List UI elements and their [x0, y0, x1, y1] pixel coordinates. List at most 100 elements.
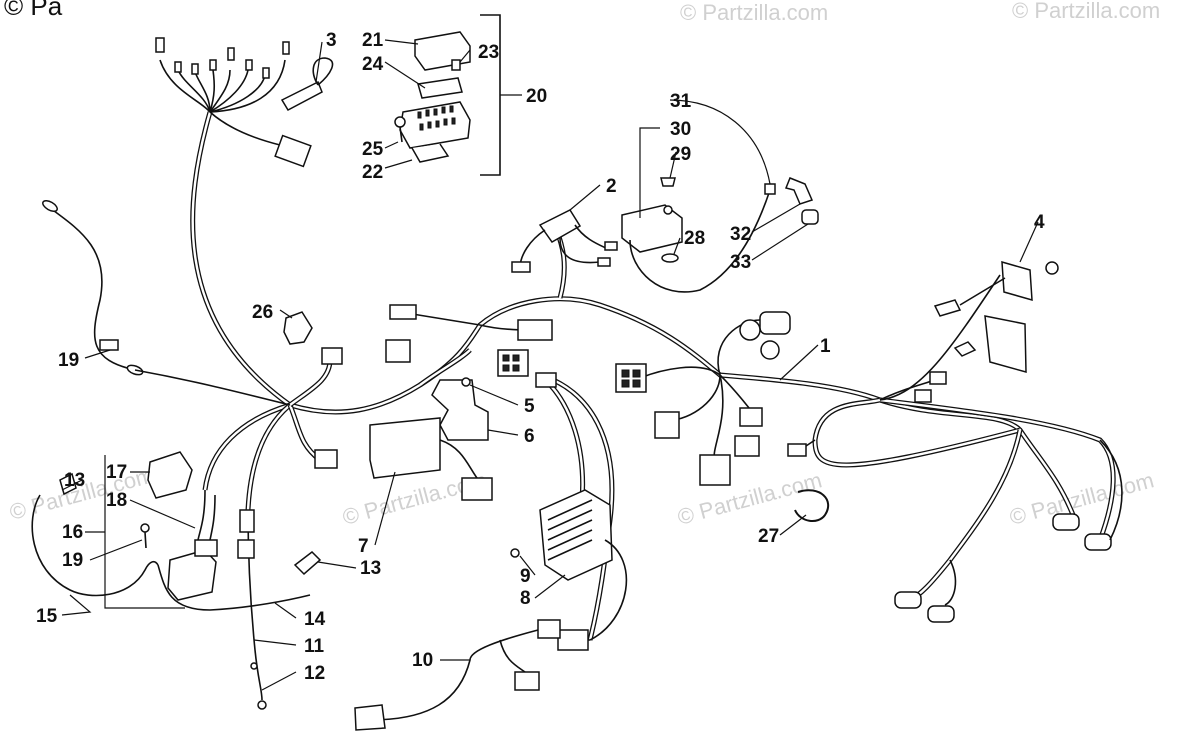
- callout-6: 6: [524, 426, 535, 447]
- fuse-holder-11a: [239, 509, 255, 533]
- callout-3: 3: [326, 30, 337, 51]
- module-31: [621, 204, 683, 253]
- callout-15: 15: [36, 606, 58, 627]
- screw-26: [394, 116, 406, 143]
- fuse-24: [451, 59, 461, 71]
- callout-11: 11: [304, 636, 325, 657]
- connector-round-b: [699, 454, 731, 486]
- watermark-top-right: © Partzilla.com: [1012, 0, 1160, 23]
- sensor-connector-3: [894, 591, 922, 609]
- connector-lower-center: [314, 449, 338, 469]
- callout-28: 27: [758, 526, 779, 547]
- callout-34: 33: [730, 252, 751, 273]
- watermark-right: © Partzilla.com: [1007, 467, 1157, 530]
- sensor-connector-4: [927, 605, 955, 623]
- fuse-bracket: [411, 143, 450, 163]
- connector-upper-left: [389, 304, 417, 320]
- connector-2: [538, 209, 582, 243]
- callout-27: 26: [252, 302, 273, 323]
- callout-1: 1: [820, 336, 831, 357]
- connector-round-top-cap: [739, 319, 761, 341]
- callout-24: 23: [478, 42, 499, 63]
- terminal-1: [155, 37, 165, 53]
- callout-20: 19: [58, 350, 79, 371]
- module-7: [369, 417, 441, 479]
- watermark-center-right: © Partzilla.com: [675, 467, 825, 530]
- boot-13: [293, 551, 322, 576]
- part-2-connector-group: [511, 209, 618, 273]
- terminal-12: [257, 700, 267, 710]
- callout-18: 18: [106, 490, 127, 511]
- connector-four-pin: [615, 363, 647, 393]
- part-10-cable: [354, 619, 590, 731]
- fuse-cover-22: [414, 31, 471, 71]
- connector-round-a: [654, 411, 680, 439]
- part-7-module: [369, 417, 493, 501]
- regulator-fins: [547, 499, 593, 561]
- terminal-3: [191, 63, 199, 75]
- callout-17: 17: [106, 462, 127, 483]
- connector-right-a: [739, 407, 763, 427]
- callout-8: 8: [520, 588, 531, 609]
- callout-9: 9: [520, 566, 531, 587]
- pin-2b: [597, 257, 611, 267]
- watermarks: © Partzilla.com © Partzilla.com © Partzi…: [7, 0, 1160, 530]
- connector-six-pin: [497, 349, 529, 377]
- callout-13-right: 13: [360, 558, 381, 579]
- part-13-boot: [293, 551, 322, 576]
- connector-10-a: [557, 629, 589, 651]
- connector-10-end: [354, 704, 386, 731]
- connector-bullet-a: [929, 371, 947, 385]
- ground-terminal-top: [42, 199, 58, 213]
- pin-2c: [511, 261, 531, 273]
- screw-9: [510, 548, 520, 558]
- plug-4: [933, 299, 962, 317]
- regulator-8: [539, 489, 613, 581]
- part-11-cable: [237, 509, 267, 710]
- main-wiring-harness: [190, 111, 1116, 641]
- connector-10-mid: [514, 671, 540, 691]
- resistor-3: [280, 80, 323, 111]
- relay-cover-17: [147, 451, 193, 499]
- terminal-11: [250, 662, 258, 670]
- screw-5: [461, 377, 471, 387]
- switch-4-body: [984, 315, 1027, 373]
- callout-7: 7: [358, 536, 369, 557]
- leader-lines: [61, 39, 1039, 691]
- connector-center: [517, 319, 553, 341]
- relay-18-connector: [194, 539, 218, 557]
- connector-right-b: [734, 435, 760, 457]
- bracket-16: [104, 455, 185, 609]
- bracket-21: [480, 14, 501, 176]
- sensor-connectors-right: [894, 439, 1123, 623]
- grommet-29: [661, 253, 679, 263]
- part-21-fuse-block-assembly: [394, 14, 522, 176]
- connector-left-harness: [385, 339, 411, 363]
- connector-round-mid: [760, 340, 780, 360]
- callout-13-left: 13: [64, 470, 85, 491]
- nut-4: [1045, 261, 1059, 275]
- screw-30-head: [663, 205, 673, 215]
- callout-21: 20: [526, 86, 547, 107]
- screw-30: [660, 177, 676, 187]
- cable-clip-20: [99, 339, 119, 351]
- callout-labels: 3 21 24 23 20 25 22 2 31 30 29 28 32 33 …: [36, 30, 1045, 684]
- callout-25: 24: [362, 54, 384, 75]
- sensor-connector-1: [1052, 513, 1080, 531]
- pin-2a: [604, 241, 618, 251]
- callout-31: 30: [670, 119, 691, 140]
- callout-10: 10: [412, 650, 433, 671]
- callout-12: 12: [304, 663, 325, 684]
- connector-small-plug: [787, 443, 807, 457]
- elbow-33: [784, 177, 814, 205]
- part-8-regulator: [510, 489, 628, 641]
- watermark-top-left: © Partzilla.com: [350, 0, 498, 3]
- callout-16: 16: [62, 522, 83, 543]
- harness-connectors: [314, 304, 947, 486]
- connector-27-lead: [321, 347, 343, 365]
- callout-33: 32: [730, 224, 751, 245]
- cap-34: [801, 209, 819, 225]
- bracket-6: [431, 379, 489, 441]
